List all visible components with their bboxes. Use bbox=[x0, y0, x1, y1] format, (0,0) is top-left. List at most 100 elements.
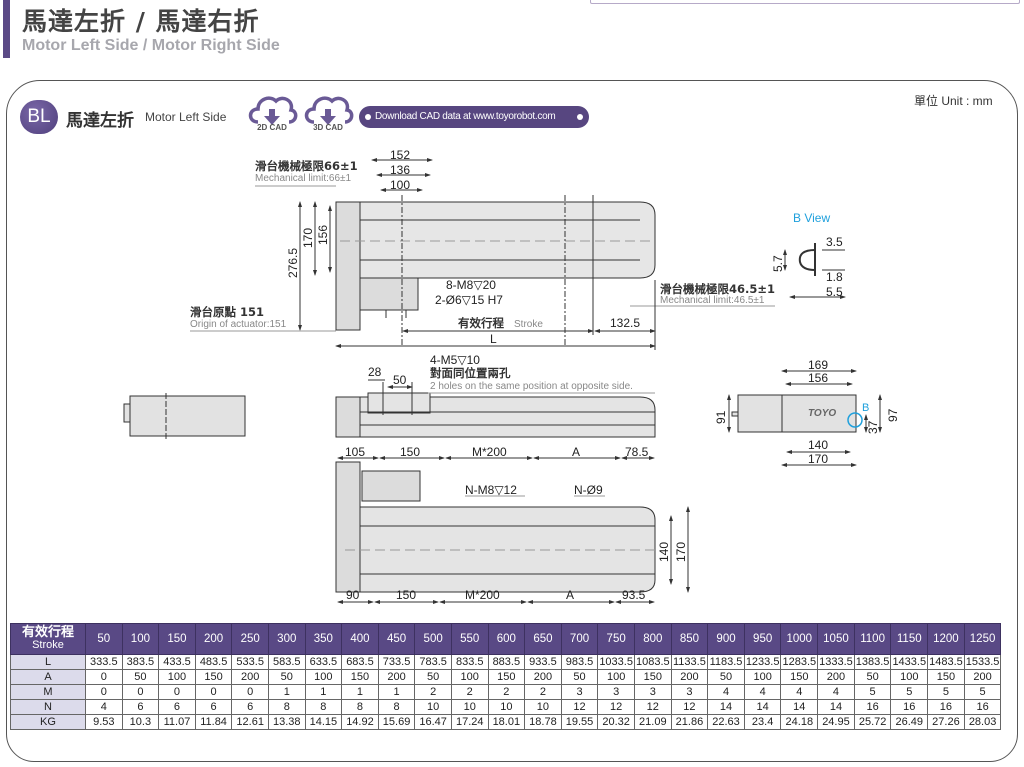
table-cell: 1283.5 bbox=[780, 654, 819, 670]
table-cell: 0 bbox=[85, 669, 123, 685]
row-label: M bbox=[10, 684, 86, 700]
table-cell: 12 bbox=[560, 699, 599, 715]
b-dim-1-8: 1.8 bbox=[826, 270, 843, 284]
table-cell: 200 bbox=[670, 669, 709, 685]
dim-152: 152 bbox=[390, 148, 410, 162]
bot-dim-78-5: 78.5 bbox=[625, 445, 649, 459]
callout-4-m5: 4-M5▽10 bbox=[430, 353, 480, 367]
table-cell: 23.4 bbox=[743, 714, 782, 730]
table-cell: 14 bbox=[743, 699, 782, 715]
table-cell: 50 bbox=[853, 669, 892, 685]
table-cell: 8 bbox=[341, 699, 379, 715]
table-cell: 8 bbox=[304, 699, 343, 715]
mech-limit-left-zh: 滑台機械極限66±1 bbox=[255, 159, 358, 173]
table-cell: 24.18 bbox=[780, 714, 819, 730]
bot-dim-150-bottom: 150 bbox=[396, 588, 416, 602]
table-cell: 150 bbox=[341, 669, 379, 685]
stroke-value: 1150 bbox=[890, 623, 929, 655]
table-cell: 17.24 bbox=[450, 714, 489, 730]
stroke-value: 1250 bbox=[963, 623, 1002, 655]
download-cad-link[interactable]: Download CAD data at www.toyorobot.com bbox=[359, 106, 589, 128]
stroke-value: 450 bbox=[377, 623, 416, 655]
table-cell: 16 bbox=[963, 699, 1002, 715]
table-cell: 19.55 bbox=[560, 714, 599, 730]
mech-limit-right-en: Mechanical limit:46.5±1 bbox=[660, 295, 765, 306]
table-cell: 1133.5 bbox=[670, 654, 709, 670]
stroke-value: 1200 bbox=[927, 623, 965, 655]
table-cell: 100 bbox=[743, 669, 782, 685]
table-cell: 3 bbox=[633, 684, 672, 700]
mech-limit-left-en: Mechanical limit:66±1 bbox=[255, 173, 352, 184]
table-cell: 100 bbox=[158, 669, 196, 685]
stroke-value: 750 bbox=[597, 623, 635, 655]
table-cell: 18.78 bbox=[524, 714, 562, 730]
table-cell: 24.95 bbox=[817, 714, 855, 730]
bot-dim-170: 170 bbox=[674, 542, 688, 562]
stroke-value: 400 bbox=[341, 623, 379, 655]
table-cell: 9.53 bbox=[85, 714, 123, 730]
table-cell: 27.26 bbox=[927, 714, 965, 730]
table-cell: 5 bbox=[963, 684, 1002, 700]
end-dim-97: 97 bbox=[886, 408, 900, 422]
table-cell: 783.5 bbox=[414, 654, 452, 670]
cad-2d-button[interactable]: 2D CAD bbox=[245, 92, 299, 140]
table-cell: 14 bbox=[707, 699, 745, 715]
row-label: N bbox=[10, 699, 86, 715]
top-view bbox=[190, 158, 775, 350]
origin-label-zh: 滑台原點 151 bbox=[190, 305, 264, 319]
table-cell: 3 bbox=[670, 684, 709, 700]
end-view bbox=[727, 369, 882, 467]
spec-panel bbox=[6, 80, 1018, 762]
stroke-value: 700 bbox=[560, 623, 599, 655]
table-cell: 1433.5 bbox=[890, 654, 929, 670]
table-cell: 683.5 bbox=[341, 654, 379, 670]
callout-opposite-zh: 對面同位置兩孔 bbox=[430, 366, 511, 380]
table-cell: 4 bbox=[707, 684, 745, 700]
stroke-value: 1050 bbox=[817, 623, 855, 655]
bot-dim-93-5: 93.5 bbox=[622, 588, 646, 602]
b-dim-5-7: 5.7 bbox=[771, 255, 785, 272]
bottom-view bbox=[335, 456, 690, 604]
table-cell: 16 bbox=[927, 699, 965, 715]
table-cell: 4 bbox=[780, 684, 819, 700]
stroke-value: 550 bbox=[450, 623, 489, 655]
table-cell: 26.49 bbox=[890, 714, 929, 730]
bot-dim-m200-top: M*200 bbox=[472, 445, 507, 459]
b-view-title: B View bbox=[793, 211, 830, 225]
table-cell: 1333.5 bbox=[817, 654, 855, 670]
table-cell: 200 bbox=[817, 669, 855, 685]
b-dim-3-5: 3.5 bbox=[826, 235, 843, 249]
stroke-value: 50 bbox=[85, 623, 123, 655]
table-cell: 483.5 bbox=[194, 654, 233, 670]
stroke-value: 650 bbox=[524, 623, 562, 655]
table-cell: 20.32 bbox=[597, 714, 635, 730]
table-cell: 10.3 bbox=[121, 714, 160, 730]
section-title-zh: 馬達左折 bbox=[66, 111, 134, 131]
table-cell: 2 bbox=[450, 684, 489, 700]
table-cell: 150 bbox=[927, 669, 965, 685]
bot-dim-90: 90 bbox=[346, 588, 360, 602]
table-cell: 10 bbox=[414, 699, 452, 715]
stroke-value: 800 bbox=[633, 623, 672, 655]
b-view-marker: B bbox=[862, 402, 869, 414]
table-cell: 16.47 bbox=[414, 714, 452, 730]
bot-dim-105: 105 bbox=[345, 445, 365, 459]
origin-label-en: Origin of actuator:151 bbox=[190, 319, 287, 330]
technical-drawing: 152 136 100 滑台機械極限66±1 Mechanical limit:… bbox=[123, 148, 900, 604]
table-cell: 50 bbox=[414, 669, 452, 685]
table-cell: 6 bbox=[158, 699, 196, 715]
row-label: A bbox=[10, 669, 86, 685]
table-cell: 1 bbox=[267, 684, 306, 700]
table-cell: 833.5 bbox=[450, 654, 489, 670]
stroke-value: 350 bbox=[304, 623, 343, 655]
cad-3d-button[interactable]: 3D CAD bbox=[301, 92, 355, 140]
callout-8-m8: 8-M8▽20 bbox=[446, 278, 496, 292]
b-view-detail bbox=[783, 243, 846, 299]
table-cell: 21.86 bbox=[670, 714, 709, 730]
stroke-value: 1100 bbox=[853, 623, 892, 655]
end-dim-140: 140 bbox=[808, 438, 828, 452]
stroke-value: 600 bbox=[487, 623, 526, 655]
table-cell: 6 bbox=[194, 699, 233, 715]
